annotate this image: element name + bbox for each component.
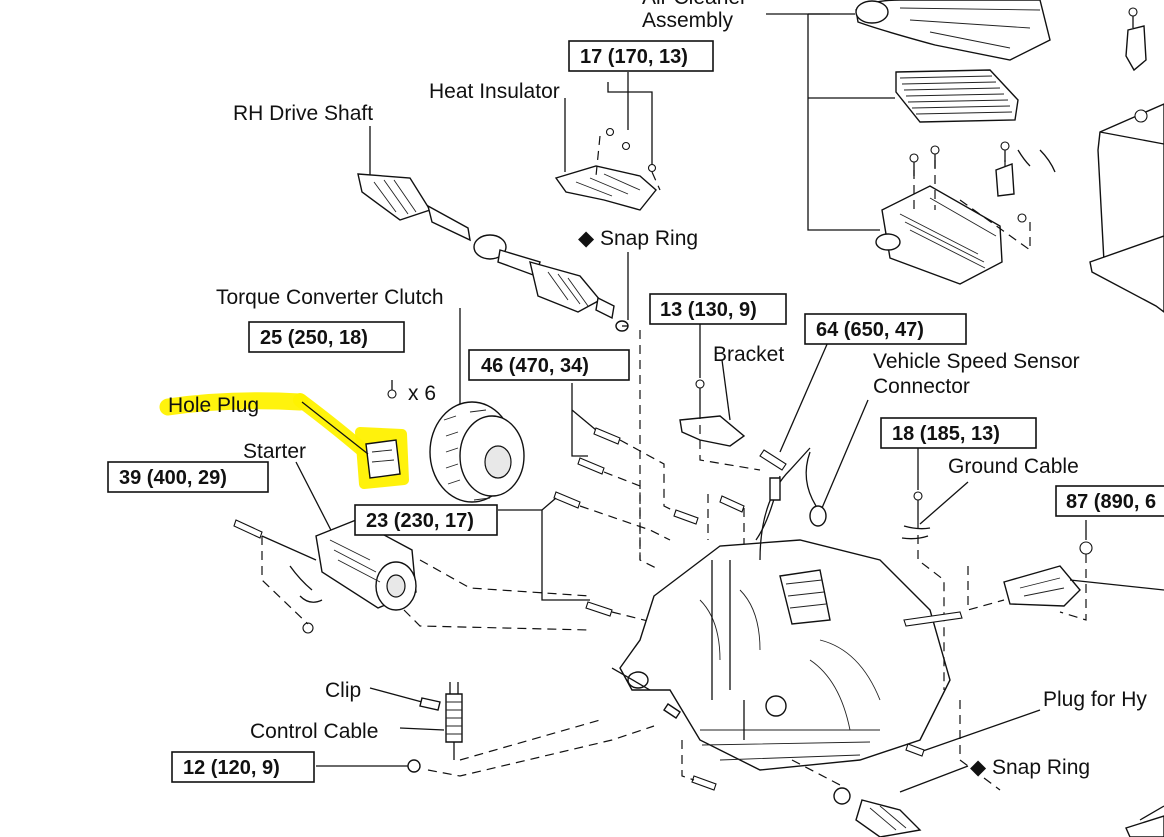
vss-label-line1: Vehicle Speed Sensor bbox=[873, 350, 1080, 373]
battery-drawing bbox=[1089, 7, 1164, 313]
rh-drive-shaft-label: RH Drive Shaft bbox=[233, 102, 373, 125]
torque-spec-boxes: 17 (170, 13) 25 (250, 18) 13 (130, 9) 64… bbox=[107, 40, 1164, 783]
control-cable-drawing bbox=[316, 682, 655, 777]
snap-ring-bottom-label: ◆ Snap Ring bbox=[970, 756, 1090, 779]
mounting-bolts-drawing bbox=[498, 330, 745, 625]
rh-drive-shaft-drawing bbox=[357, 126, 629, 332]
air-cleaner-label: Air Cleaner bbox=[642, 0, 747, 9]
torque-converter-clutch-label: Torque Converter Clutch bbox=[216, 286, 444, 309]
torque-spec-23: 23 (230, 17) bbox=[366, 510, 474, 532]
heat-insulator-label: Heat Insulator bbox=[429, 80, 560, 103]
hole-plug-label: Hole Plug bbox=[168, 394, 259, 417]
torque-spec-46: 46 (470, 34) bbox=[481, 355, 589, 377]
torque-spec-39: 39 (400, 29) bbox=[119, 467, 227, 489]
torque-spec-18: 18 (185, 13) bbox=[892, 423, 1000, 445]
ground-cable-drawing bbox=[901, 448, 969, 690]
x6-label: x 6 bbox=[408, 382, 436, 405]
torque-spec-87: 87 (890, 6 bbox=[1066, 491, 1156, 513]
torque-spec-13: 13 (130, 9) bbox=[660, 299, 757, 321]
labels: Air Cleaner Assembly Heat Insulator RH D… bbox=[168, 0, 1147, 779]
vss-drawing bbox=[759, 341, 869, 527]
right-mount-drawing bbox=[903, 520, 1164, 627]
control-cable-label: Control Cable bbox=[250, 720, 378, 743]
torque-spec-25: 25 (250, 18) bbox=[260, 327, 368, 349]
torque-spec-17: 17 (170, 13) bbox=[580, 46, 688, 68]
plug-for-hy-label: Plug for Hy bbox=[1043, 688, 1147, 711]
clip-label: Clip bbox=[325, 679, 361, 702]
hole-plug-drawing bbox=[301, 380, 401, 479]
bracket-drawing bbox=[679, 322, 761, 471]
snap-ring-top-label: ◆ Snap Ring bbox=[578, 227, 698, 250]
starter-drawing bbox=[233, 461, 591, 634]
assembly-label: Assembly bbox=[642, 9, 734, 32]
torque-spec-12: 12 (120, 9) bbox=[183, 757, 280, 779]
air-cleaner-assembly-drawing bbox=[766, 0, 1056, 285]
vss-label-line2: Connector bbox=[873, 375, 970, 398]
torque-converter-drawing bbox=[429, 308, 525, 503]
ground-cable-label: Ground Cable bbox=[948, 455, 1079, 478]
torque-spec-64: 64 (650, 47) bbox=[816, 319, 924, 341]
bracket-label: Bracket bbox=[713, 343, 784, 366]
starter-label: Starter bbox=[243, 440, 306, 463]
heat-insulator-drawing bbox=[554, 72, 661, 211]
transaxle-body-drawing bbox=[611, 447, 951, 771]
lower-parts-drawing bbox=[681, 700, 1164, 837]
